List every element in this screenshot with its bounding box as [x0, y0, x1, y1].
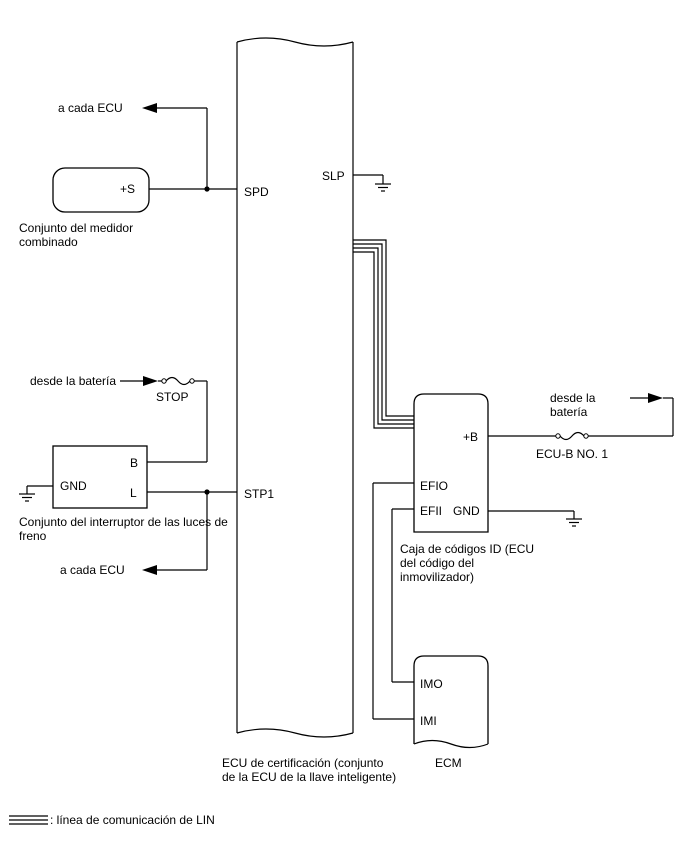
meter-label-line1: Conjunto del medidor: [19, 221, 133, 235]
fuse-icon: [555, 431, 589, 441]
id-box-pin-gnd-label: GND: [453, 504, 480, 518]
arrow-right-icon: [648, 393, 663, 403]
pin-spd-label: SPD: [244, 185, 269, 199]
to-each-ecu-bottom-label: a cada ECU: [60, 563, 125, 577]
ecub-fuse-circuit: desde la batería ECU-B NO. 1: [488, 391, 674, 461]
immobilizer-wiring: [372, 482, 414, 720]
junction-dot: [204, 186, 210, 192]
arrow-right-icon: [143, 376, 158, 386]
slp-ground: [353, 174, 391, 192]
meter-label-line2: combinado: [19, 235, 78, 249]
certification-ecu: SPD SLP STP1 ECU de certificación (conju…: [222, 37, 396, 784]
ecm-label: ECM: [435, 756, 462, 770]
legend: : línea de comunicación de LIN: [9, 813, 215, 827]
ecm: IMO IMI ECM: [413, 655, 489, 770]
id-box-pin-plus-b-label: +B: [463, 430, 478, 444]
spd-wiring: a cada ECU: [58, 101, 237, 192]
arrow-left-icon: [142, 565, 157, 575]
lin-bundle: [353, 239, 414, 429]
fuse-ecub-label: ECU-B NO. 1: [536, 447, 608, 461]
id-box-label-line2: del código del: [400, 556, 474, 570]
stop-light-switch: B L GND Conjunto del interruptor de las …: [19, 445, 228, 543]
id-box-pin-efii-label: EFII: [420, 504, 442, 518]
pin-slp-label: SLP: [322, 169, 345, 183]
arrow-left-icon: [142, 103, 157, 113]
id-box-ground: [488, 510, 582, 527]
id-box-label-line3: inmovilizador): [400, 570, 474, 584]
id-box-label-line1: Caja de códigos ID (ECU: [400, 542, 534, 556]
id-box-pin-efio-label: EFIO: [420, 479, 448, 493]
ground-icon: [19, 493, 35, 502]
pin-stp1-label: STP1: [244, 487, 274, 501]
battery-right-label-line2: batería: [550, 405, 588, 419]
lin-line-symbol: [9, 815, 48, 825]
ecm-pin-imi-label: IMI: [420, 714, 437, 728]
id-code-box: +B EFIO EFII GND Caja de códigos ID (ECU…: [400, 393, 534, 584]
switch-ground: [19, 485, 53, 502]
fuse-stop-label: STOP: [156, 390, 188, 404]
switch-label-line1: Conjunto del interruptor de las luces de: [19, 515, 228, 529]
meter-pin-label: +S: [120, 182, 135, 196]
stop-fuse-circuit: desde la batería STOP: [30, 374, 208, 463]
stp1-wiring: a cada ECU: [60, 489, 237, 577]
certification-ecu-label-line1: ECU de certificación (conjunto: [222, 756, 384, 770]
fuse-icon: [161, 376, 195, 386]
combination-meter: +S Conjunto del medidor combinado: [19, 167, 150, 249]
ground-icon: [566, 518, 582, 527]
battery-right-label-line1: desde la: [550, 391, 596, 405]
switch-label-line2: freno: [19, 529, 47, 543]
legend-label: : línea de comunicación de LIN: [50, 813, 215, 827]
switch-pin-l-label: L: [130, 486, 137, 500]
battery-left-label: desde la batería: [30, 374, 116, 388]
certification-ecu-label-line2: de la ECU de la llave inteligente): [222, 770, 396, 784]
switch-pin-gnd-label: GND: [60, 479, 87, 493]
ecm-pin-imo-label: IMO: [420, 677, 443, 691]
ground-icon: [375, 183, 391, 192]
switch-pin-b-label: B: [130, 456, 138, 470]
to-each-ecu-top-label: a cada ECU: [58, 101, 123, 115]
